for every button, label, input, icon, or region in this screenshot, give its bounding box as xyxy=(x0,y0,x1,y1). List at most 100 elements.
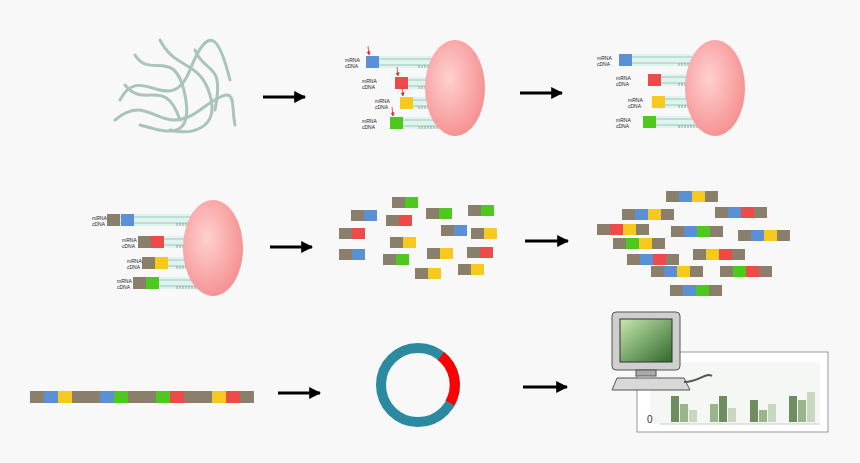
insert-arc xyxy=(441,356,455,403)
barcode-fragment xyxy=(640,254,653,265)
concatenated-strip xyxy=(44,391,58,403)
strand-label: cDNA xyxy=(597,61,610,67)
barcode-fragment xyxy=(738,230,751,241)
barcode-fragment xyxy=(746,266,759,277)
barcode-fragment xyxy=(597,224,610,235)
strand-label: cDNA xyxy=(375,104,388,110)
barcode-fragment xyxy=(651,266,664,277)
strand-label: cDNA xyxy=(362,124,375,130)
strand-label: mRNA xyxy=(345,57,360,63)
barcode-fragment xyxy=(481,205,494,216)
bead-panel xyxy=(107,200,243,296)
barcode-fragment xyxy=(351,210,364,221)
strand-label: mRNA xyxy=(616,117,631,123)
concatenated-strip xyxy=(128,391,142,403)
concatenated-strip xyxy=(226,391,240,403)
barcode-fragment xyxy=(403,237,416,248)
barcode-fragment xyxy=(623,224,636,235)
barcode-fragment xyxy=(440,248,453,259)
strand-label: cDNA xyxy=(127,264,140,270)
strand-label: mRNA xyxy=(92,215,107,221)
barcode-fragment xyxy=(386,215,399,226)
barcode-fragment xyxy=(679,191,692,202)
barcode-fragment xyxy=(652,238,665,249)
barcode-fragment xyxy=(664,266,677,277)
barcode-fragment xyxy=(677,266,690,277)
concatenated-strip xyxy=(170,391,184,403)
barcode-fragment xyxy=(719,249,732,260)
strand-label: mRNA xyxy=(127,258,142,264)
concatenated-strip xyxy=(212,391,226,403)
strand-label: mRNA xyxy=(375,98,390,104)
barcode-fragment xyxy=(427,248,440,259)
barcode-fragment xyxy=(454,225,467,236)
barcode-fragment xyxy=(471,228,484,239)
barcode-fragment xyxy=(697,226,710,237)
strand-label: cDNA xyxy=(616,81,629,87)
strand-label: cDNA xyxy=(92,221,105,227)
strand-label: mRNA xyxy=(362,118,377,124)
barcode-fragment xyxy=(613,238,626,249)
strand-label: mRNA xyxy=(122,237,137,243)
barcode-fragment xyxy=(352,228,365,239)
bead-panel xyxy=(619,40,745,136)
barcode-fragment xyxy=(439,208,452,219)
barcode-fragment xyxy=(777,230,790,241)
strand-label: mRNA xyxy=(616,75,631,81)
barcode-fragment xyxy=(692,191,705,202)
barcode-fragment xyxy=(426,208,439,219)
barcode-fragment xyxy=(415,268,428,279)
strand-label: cDNA xyxy=(616,123,629,129)
barcode-fragment xyxy=(339,249,352,260)
barcode-fragment xyxy=(467,247,480,258)
strand-label: cDNA xyxy=(628,103,641,109)
strand-label: cDNA xyxy=(345,63,358,69)
barcode-fragment xyxy=(639,238,652,249)
strand-label: cDNA xyxy=(362,84,375,90)
barcode-fragment xyxy=(683,285,696,296)
barcode-fragment xyxy=(626,238,639,249)
barcode-fragment xyxy=(710,226,723,237)
barcode-fragment xyxy=(339,228,352,239)
strand-label: mRNA xyxy=(362,78,377,84)
concatenated-strip xyxy=(30,391,44,403)
barcode-fragment xyxy=(653,254,666,265)
strand-label: cDNA xyxy=(122,243,135,249)
barcode-fragment xyxy=(390,237,403,248)
barcode-fragment xyxy=(732,249,745,260)
barcode-fragment xyxy=(693,249,706,260)
concatenated-strip xyxy=(86,391,100,403)
barcode-fragment xyxy=(399,215,412,226)
barcode-fragment xyxy=(610,224,623,235)
rna-strands xyxy=(115,40,235,132)
concatenated-strip xyxy=(114,391,128,403)
strand-label: mRNA xyxy=(597,55,612,61)
concatenated-strip xyxy=(142,391,156,403)
strand-label: cDNA xyxy=(117,284,130,290)
barcode-fragment xyxy=(709,285,722,296)
concatenated-strip xyxy=(100,391,114,403)
barcode-fragment xyxy=(468,205,481,216)
barcode-fragment xyxy=(670,285,683,296)
barcode-fragment xyxy=(751,230,764,241)
barcode-fragment xyxy=(690,266,703,277)
barcode-fragment xyxy=(383,254,396,265)
barcode-fragment xyxy=(480,247,493,258)
barcode-fragment xyxy=(741,207,754,218)
barcode-fragment xyxy=(671,226,684,237)
barcode-fragment xyxy=(759,266,772,277)
barcode-fragment xyxy=(715,207,728,218)
plasmid-ring xyxy=(381,348,455,422)
barcode-fragment xyxy=(636,224,649,235)
barcode-fragment xyxy=(428,268,441,279)
barcode-fragment xyxy=(666,254,679,265)
barcode-fragment xyxy=(754,207,767,218)
concatenated-strip xyxy=(184,391,198,403)
barcode-fragment xyxy=(696,285,709,296)
barcode-fragment xyxy=(705,191,718,202)
barcode-fragment xyxy=(471,264,484,275)
barcode-fragment xyxy=(764,230,777,241)
barcode-fragment xyxy=(666,191,679,202)
concatenated-strip xyxy=(156,391,170,403)
